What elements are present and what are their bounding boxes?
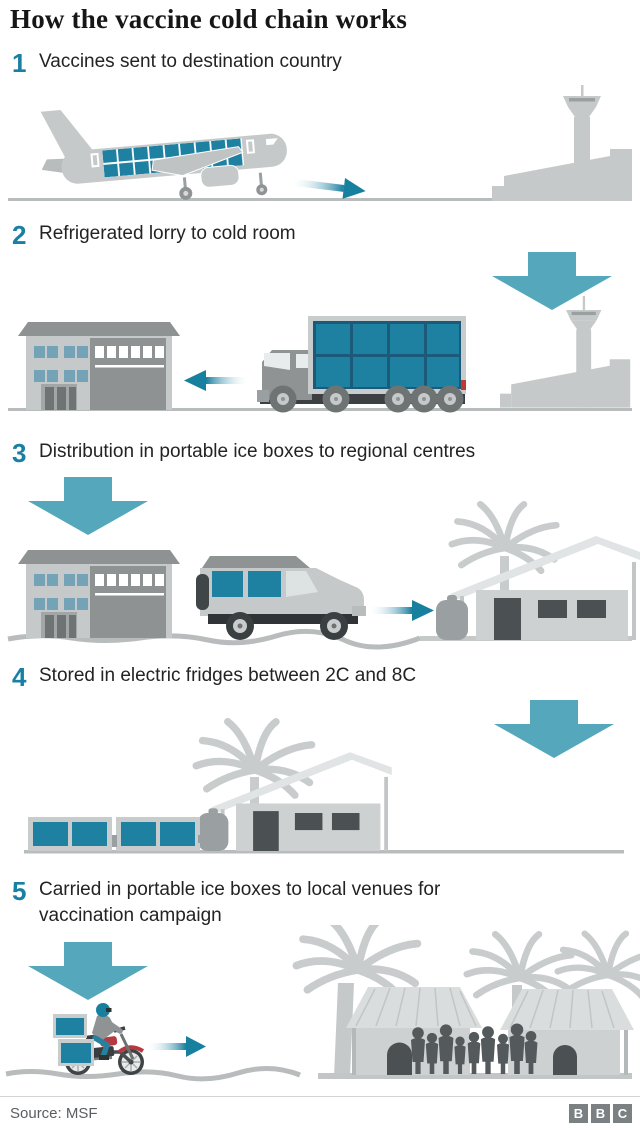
step3-number: 3 xyxy=(12,438,27,468)
bbc-logo: B B C xyxy=(569,1104,632,1123)
step1-number: 1 xyxy=(12,48,27,78)
step2-number: 2 xyxy=(12,220,27,250)
step2-header: 2 Refrigerated lorry to cold room xyxy=(12,221,296,248)
step3-scene-pickup-to-regional-centre xyxy=(7,477,640,650)
ice-boxes-icon xyxy=(53,1014,94,1066)
step3-label: Distribution in portable ice boxes to re… xyxy=(39,441,476,462)
step3-header: 3 Distribution in portable ice boxes to … xyxy=(12,439,475,466)
village-icon xyxy=(296,925,640,1079)
left-arrow-icon xyxy=(184,370,250,391)
step2-scene-lorry-to-cold-room xyxy=(8,252,632,413)
palm-tree-icon xyxy=(296,925,417,996)
rider xyxy=(92,1003,123,1060)
page-title: How the vaccine cold chain works xyxy=(10,4,408,34)
step5-number: 5 xyxy=(12,876,27,906)
electric-fridges-icon xyxy=(28,817,210,851)
pickup-truck-icon xyxy=(196,556,366,640)
airplane-icon xyxy=(40,109,287,200)
ground-line xyxy=(318,1073,632,1079)
regional-centre-building-icon xyxy=(198,752,392,851)
refrigerated-lorry-icon xyxy=(257,316,466,413)
airport-tower-icon xyxy=(500,296,631,408)
lorry-wheels xyxy=(269,385,464,413)
down-arrow-icon xyxy=(28,477,148,535)
step5-header: 5 Carried in portable ice boxes to local… xyxy=(12,877,489,929)
step5-scene-motorcycle-to-village xyxy=(5,925,640,1082)
step4-scene-fridges-at-regional-centre xyxy=(24,700,624,854)
motorcycle-courier-icon xyxy=(53,1003,145,1075)
source-label: Source: MSF xyxy=(10,1105,98,1122)
cold-room-building-icon xyxy=(18,322,180,410)
right-arrow-icon xyxy=(146,1036,206,1057)
down-arrow-icon xyxy=(28,942,148,1000)
pickup-wheels xyxy=(226,612,348,640)
bbc-logo-letter: B xyxy=(591,1104,610,1123)
ground-line xyxy=(8,408,632,411)
airport-tower-icon xyxy=(492,85,632,201)
ground-line xyxy=(7,628,421,650)
palm-tree-icon xyxy=(558,934,640,997)
right-arrow-icon xyxy=(289,177,366,199)
right-arrow-icon xyxy=(368,600,434,621)
down-arrow-icon xyxy=(494,700,614,758)
step4-label: Stored in electric fridges between 2C an… xyxy=(39,665,417,686)
ground-line xyxy=(8,198,632,201)
down-arrow-icon xyxy=(492,252,612,310)
bbc-logo-letter: C xyxy=(613,1104,632,1123)
ground-line xyxy=(5,1065,301,1082)
ground-line xyxy=(24,850,624,854)
step1-scene-airplane-to-airport xyxy=(8,85,632,201)
step4-number: 4 xyxy=(12,662,27,692)
step5-label: Carried in portable ice boxes to local v… xyxy=(39,879,441,927)
cold-room-building-icon xyxy=(18,550,180,638)
bbc-logo-letter: B xyxy=(569,1104,588,1123)
step4-header: 4 Stored in electric fridges between 2C … xyxy=(12,663,416,690)
footer: Source: MSF B B C xyxy=(0,1096,640,1123)
step2-label: Refrigerated lorry to cold room xyxy=(39,223,296,244)
step1-label: Vaccines sent to destination country xyxy=(39,51,342,72)
step1-header: 1 Vaccines sent to destination country xyxy=(12,49,342,76)
